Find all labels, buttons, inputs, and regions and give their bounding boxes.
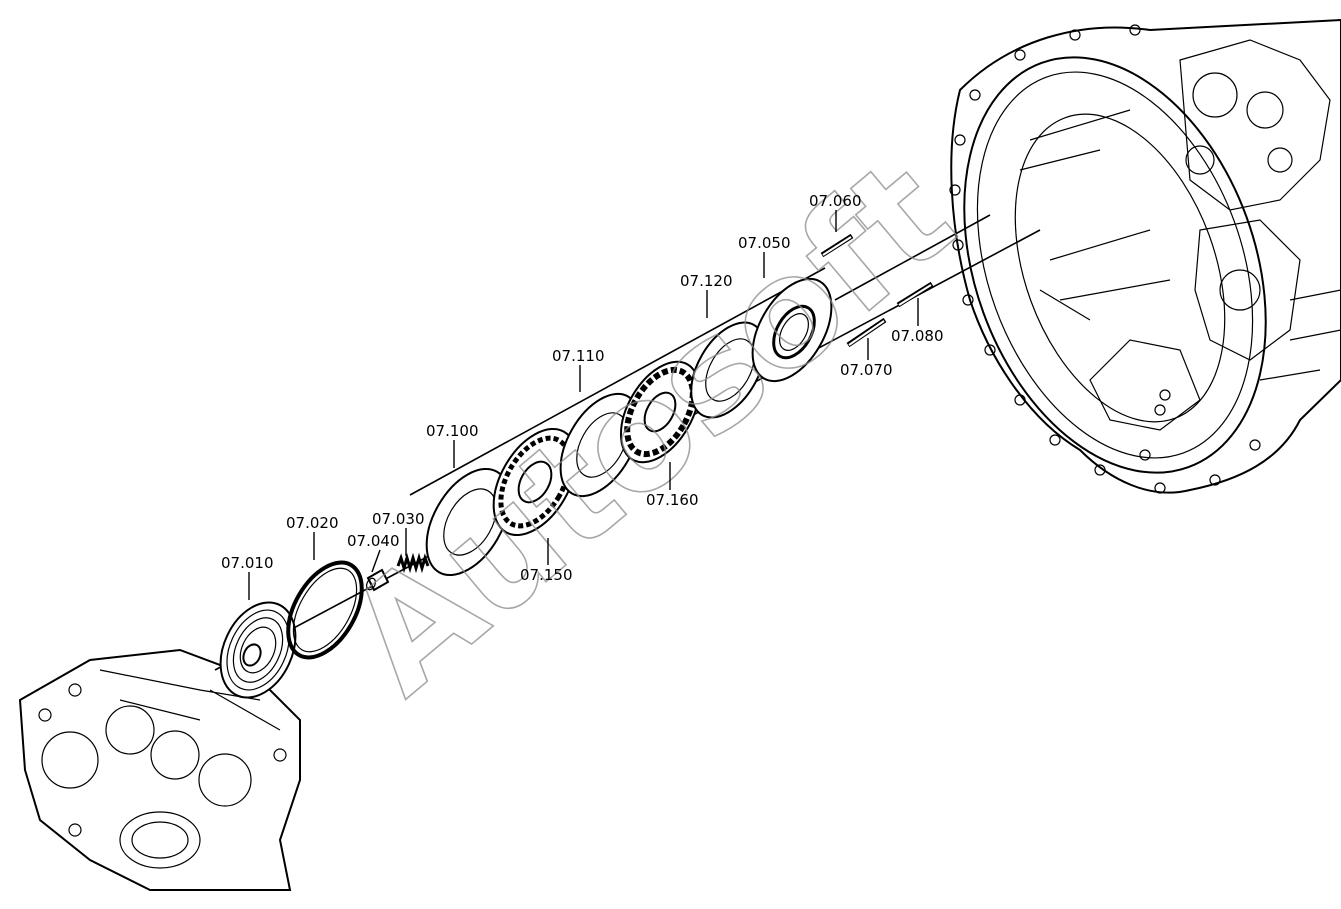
front-housing [18, 648, 301, 891]
part-07100-outer-plate [425, 467, 511, 577]
callout-07020: 07.020 [286, 514, 339, 532]
callout-07150: 07.150 [520, 566, 573, 584]
callout-07110: 07.110 [552, 347, 605, 365]
part-07080-pin [896, 281, 934, 308]
leader-lines [248, 210, 919, 600]
callout-07010: 07.010 [221, 554, 274, 572]
callout-07050: 07.050 [738, 234, 791, 252]
callout-07120: 07.120 [680, 272, 733, 290]
callout-07160: 07.160 [646, 491, 699, 509]
part-07020-seal-ring [286, 560, 364, 660]
transmission-housing [949, 18, 1341, 494]
callouts: 07.010 07.020 07.030 07.040 07.050 07.06… [221, 192, 944, 584]
part-07070-pin [846, 317, 887, 348]
part-07110-outer-plate [559, 392, 641, 498]
watermark: Autosoft [316, 127, 985, 728]
part-07030-spring [396, 552, 430, 574]
part-07010-piston [219, 601, 297, 699]
callout-07100: 07.100 [426, 422, 479, 440]
callout-07030: 07.030 [372, 510, 425, 528]
part-07060-pin [820, 233, 854, 258]
part-07040-pin [365, 568, 390, 592]
callout-07060: 07.060 [809, 192, 862, 210]
part-07150-inner-plate [492, 427, 578, 537]
part-07120-outer-plate [690, 321, 766, 419]
callout-07080: 07.080 [891, 327, 944, 345]
part-07160-inner-plate [619, 360, 701, 464]
callout-07070: 07.070 [840, 361, 893, 379]
part-07050-end-plate [751, 277, 833, 383]
callout-07040: 07.040 [347, 532, 400, 550]
